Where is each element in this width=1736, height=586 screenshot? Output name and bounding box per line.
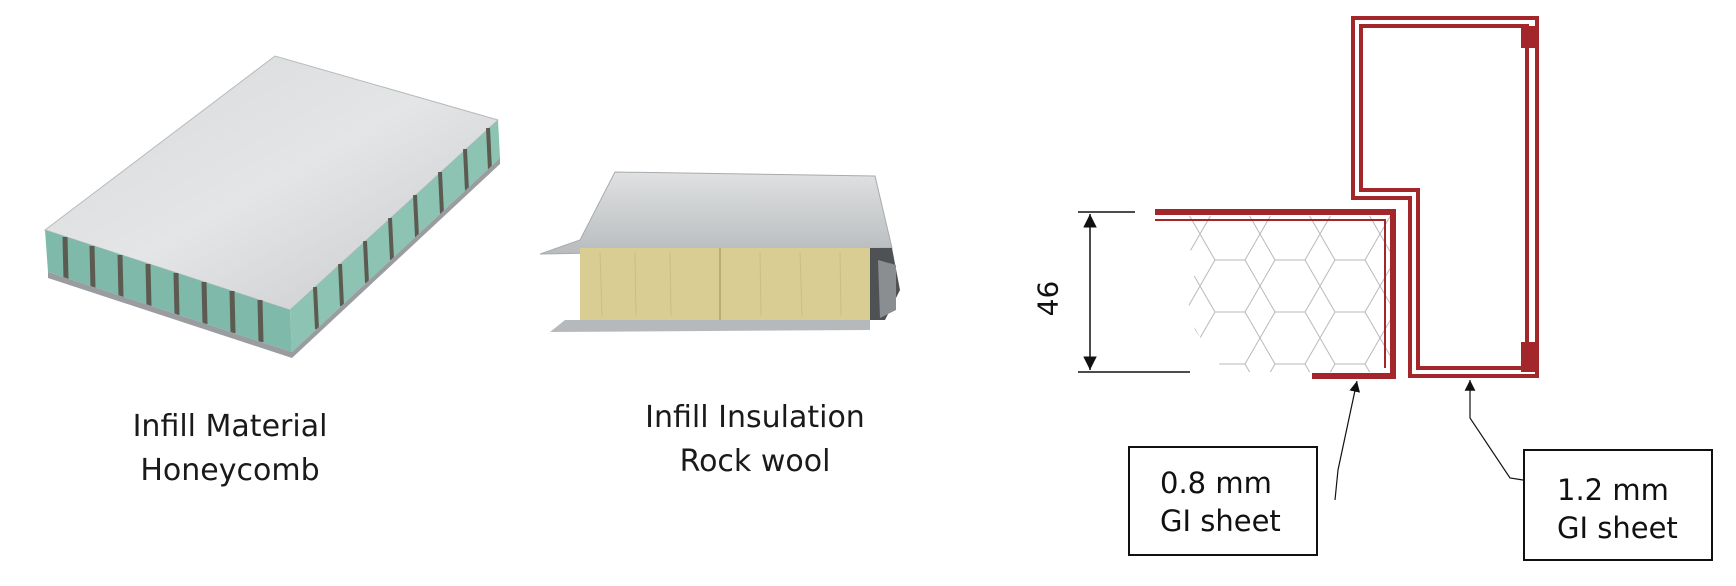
thick-frame-outline [1351, 16, 1539, 378]
leader-thick [1464, 380, 1524, 481]
callout-thin-line1: 0.8 mm [1160, 466, 1272, 500]
rockwool-caption-line2: Rock wool [679, 444, 831, 479]
rockwool-core [580, 248, 870, 320]
callout-thick-line1: 1.2 mm [1557, 473, 1669, 507]
rockwool-bottom-sheet [550, 320, 870, 332]
callout-thick-sheet: 1.2 mm GI sheet [1523, 449, 1713, 561]
leader-thin [1334, 380, 1361, 501]
callout-thin-sheet: 0.8 mm GI sheet [1128, 446, 1318, 556]
honeycomb-caption-line1: Infill Material [132, 409, 328, 444]
callout-thin-line2: GI sheet [1160, 504, 1281, 538]
rockwool-caption-line1: Infill Insulation [645, 400, 865, 435]
rockwool-caption: Infill Insulation Rock wool [585, 396, 925, 484]
honeycomb-caption-line2: Honeycomb [140, 453, 320, 488]
honeycomb-panel-image [43, 55, 500, 358]
section-honeycomb-infill [1165, 216, 1390, 372]
thin-sheet-outline [1155, 209, 1396, 379]
callout-thick-line2: GI sheet [1557, 511, 1678, 545]
dimension-label: 46 [1031, 280, 1065, 317]
rockwool-panel-image [540, 171, 900, 332]
honeycomb-caption: Infill Material Honeycomb [60, 405, 400, 493]
dimension-46 [1078, 211, 1190, 373]
